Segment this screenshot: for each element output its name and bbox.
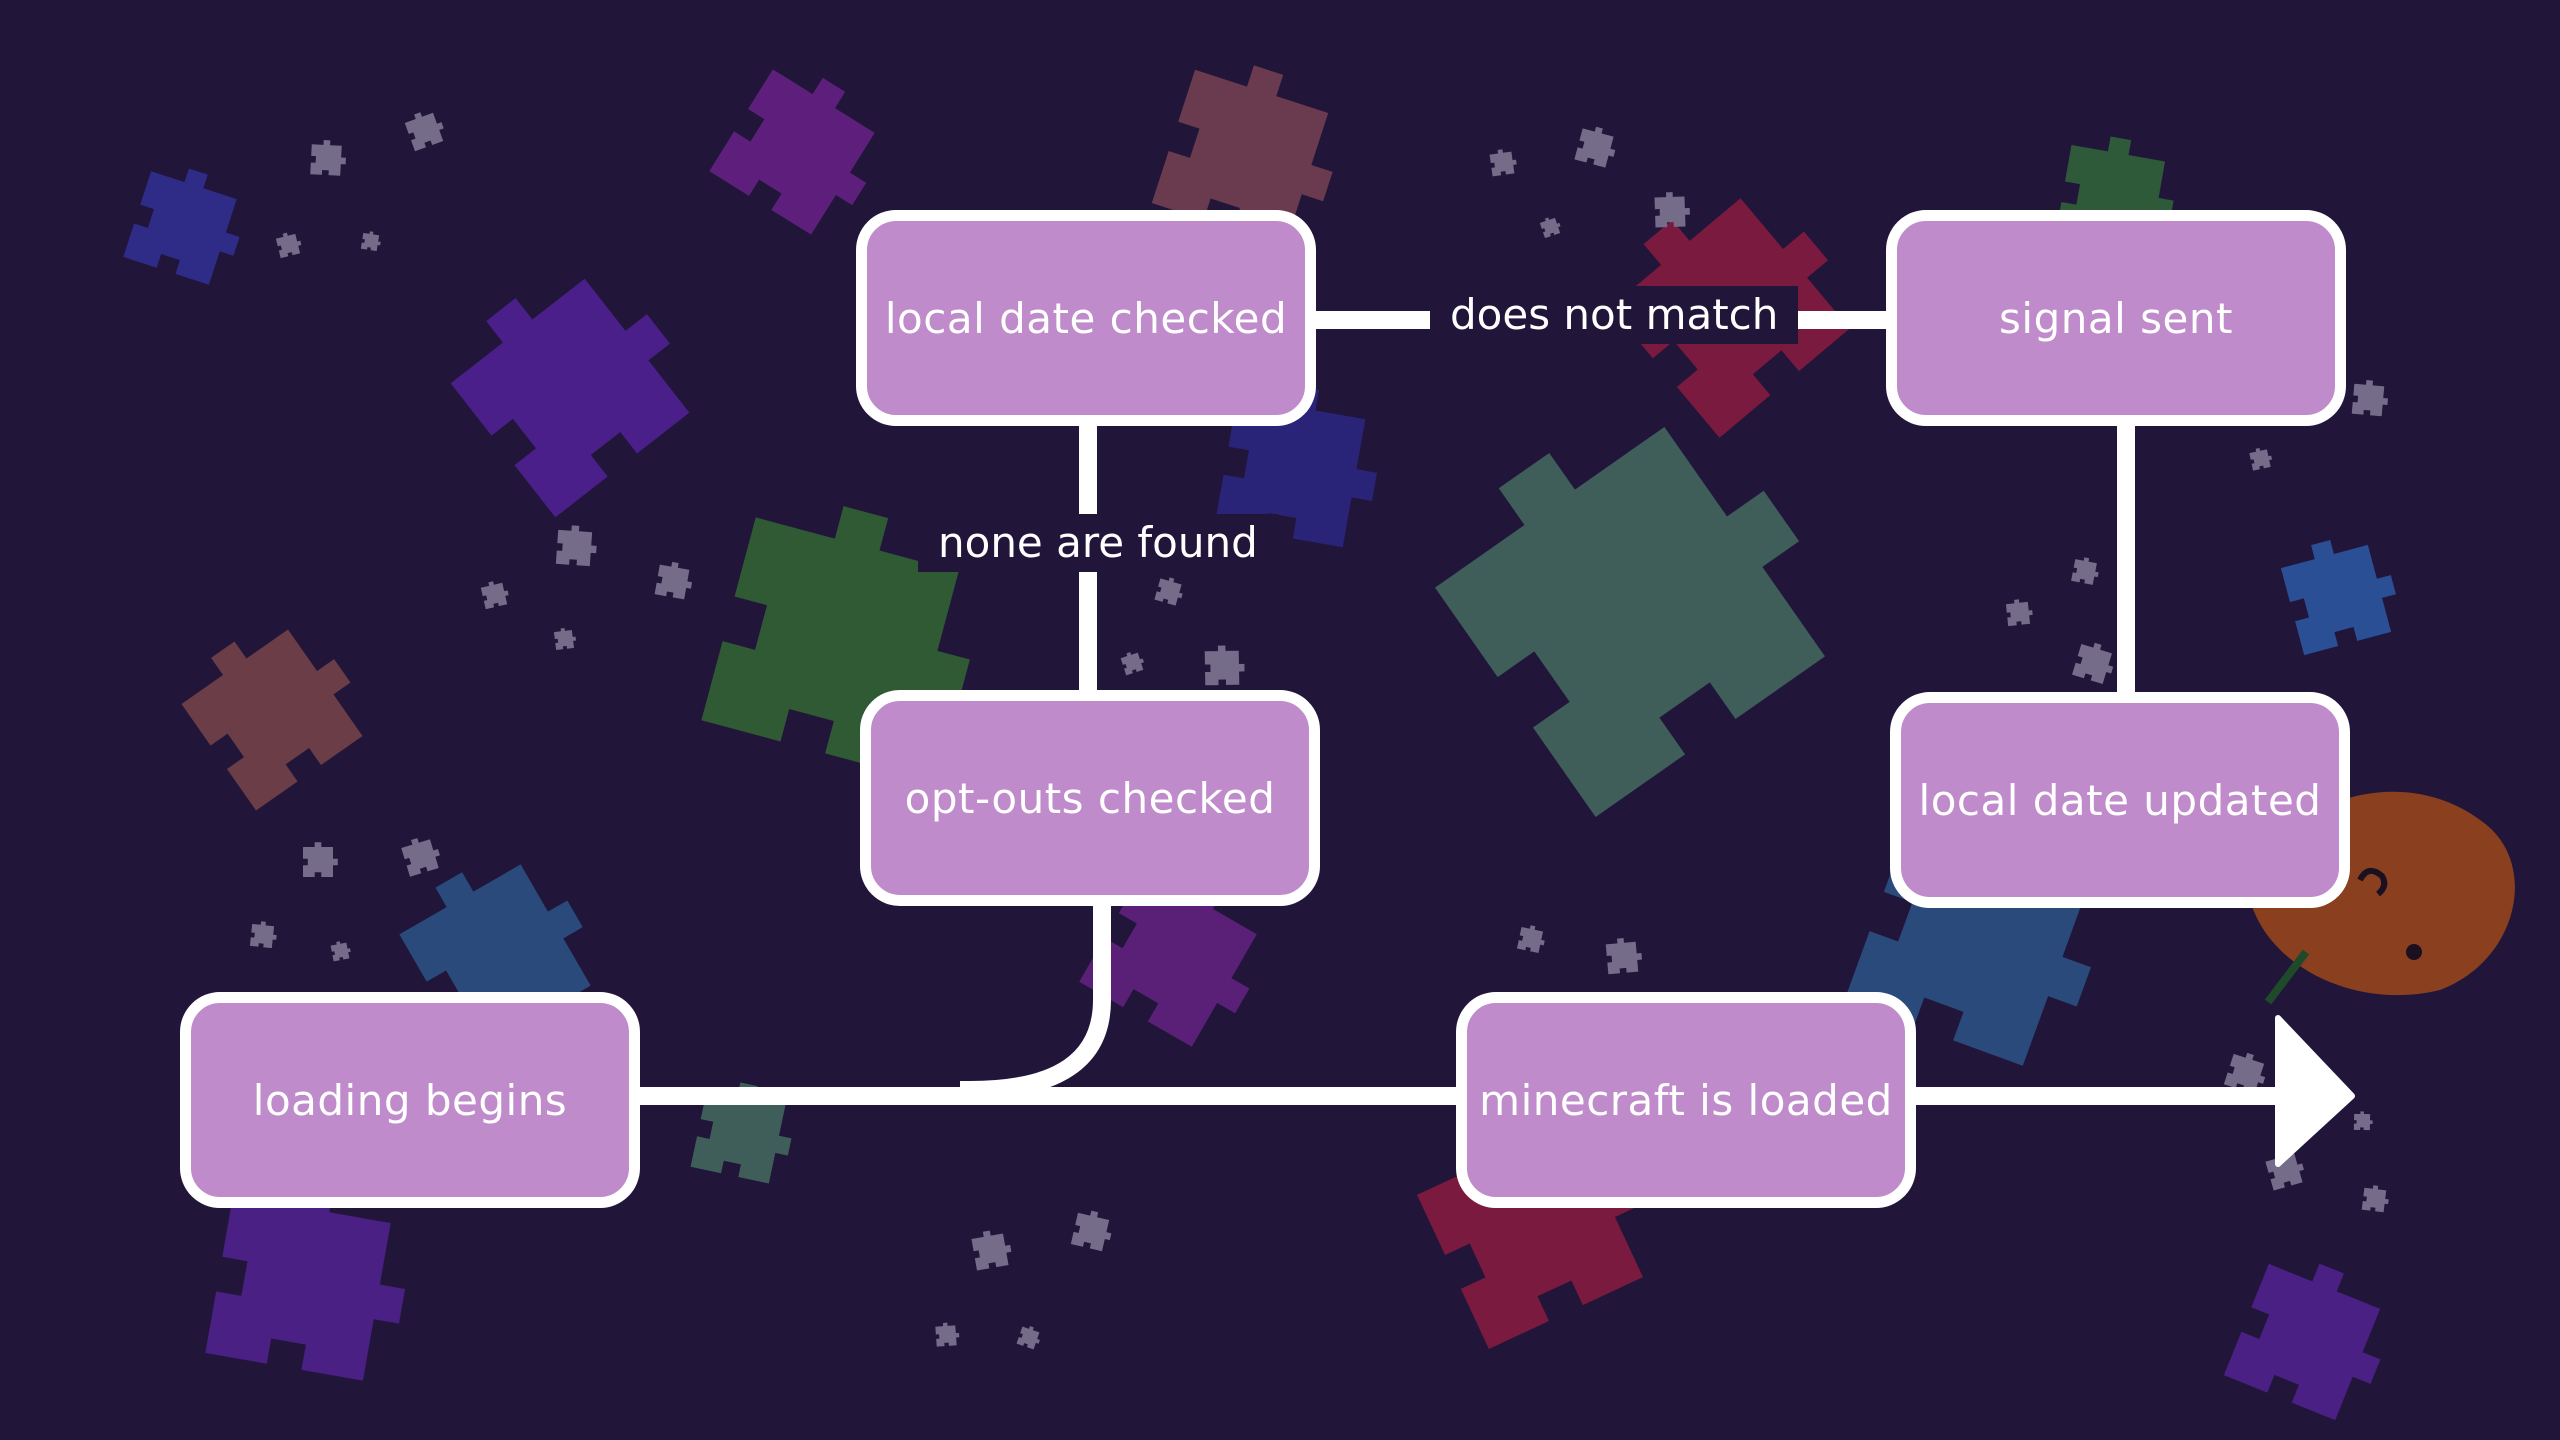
small-puzzle-piece-icon [330,941,351,962]
puzzle-piece-icon [205,1180,406,1381]
small-puzzle-piece-icon [1070,1210,1112,1252]
puzzle-piece-icon [1151,65,1333,247]
blob-stem-icon [2264,949,2310,1005]
small-puzzle-piece-icon [480,581,509,610]
small-puzzle-piece-icon [1539,217,1561,239]
puzzle-piece-icon [2280,540,2396,656]
small-puzzle-piece-icon [1574,126,1616,168]
connector-optouts-merge [960,902,1111,1099]
small-puzzle-piece-icon [1016,1326,1040,1350]
small-puzzle-piece-icon [303,842,338,877]
blob-eye-icon [2406,944,2422,960]
node-loading-begins: loading begins [180,992,640,1208]
small-puzzle-piece-icon [310,140,346,176]
small-puzzle-piece-icon [1605,937,1643,975]
small-puzzle-piece-icon [654,561,693,600]
node-signal-sent: signal sent [1886,210,2346,426]
small-puzzle-piece-icon [1120,652,1144,676]
small-puzzle-piece-icon [2005,599,2033,627]
edge-label-none-are-found: none are found [918,514,1278,572]
puzzle-piece-icon [1079,869,1257,1047]
small-puzzle-piece-icon [360,231,381,252]
small-puzzle-piece-icon [2072,642,2114,684]
small-puzzle-piece-icon [2353,1111,2373,1131]
puzzle-piece-icon [709,69,875,235]
puzzle-piece-icon [2223,1263,2381,1421]
small-puzzle-piece-icon [1516,925,1545,954]
small-puzzle-piece-icon [2249,447,2273,471]
small-puzzle-piece-icon [1654,192,1690,228]
small-puzzle-piece-icon [1204,645,1245,686]
node-local-date-checked: local date checked [856,210,1316,426]
node-local-date-updated: local date updated [1890,692,2350,908]
small-puzzle-piece-icon [1154,577,1183,606]
puzzle-piece-icon [123,168,240,285]
puzzle-piece-icon [690,1082,792,1184]
puzzle-piece-icon [1435,427,1825,817]
small-puzzle-piece-icon [401,838,440,877]
blob-eye-icon [2357,867,2388,897]
small-puzzle-piece-icon [2351,379,2389,417]
small-puzzle-piece-icon [2361,1185,2389,1213]
small-puzzle-piece-icon [404,112,444,152]
small-puzzle-piece-icon [971,1230,1012,1271]
node-minecraft-is-loaded: minecraft is loaded [1456,992,1916,1208]
small-puzzle-piece-icon [2223,1052,2266,1095]
small-puzzle-piece-icon [553,627,577,651]
puzzle-piece-icon [450,278,690,518]
small-puzzle-piece-icon [555,525,597,567]
small-puzzle-piece-icon [249,921,277,949]
arrow-head-icon [2275,1015,2355,1167]
puzzle-piece-icon [181,629,363,811]
small-puzzle-piece-icon [2071,557,2099,585]
small-puzzle-piece-icon [275,232,302,259]
small-puzzle-piece-icon [1489,149,1517,177]
edge-label-does-not-match: does not match [1430,286,1799,344]
node-opt-outs-checked: opt-outs checked [860,690,1320,906]
small-puzzle-piece-icon [935,1322,960,1347]
